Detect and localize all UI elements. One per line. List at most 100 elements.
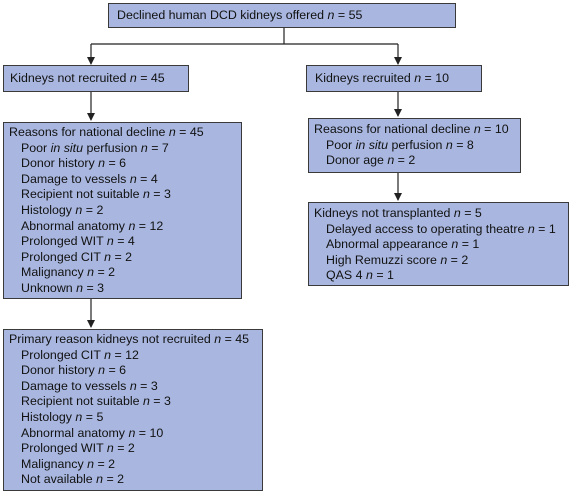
n-symbol: n (440, 252, 448, 267)
box-title: Kidneys not transplanted n = 5 (314, 206, 482, 220)
kidneys-recruited-label: Kidneys recruited n = 10 (315, 71, 450, 85)
n-symbol: n (129, 171, 137, 186)
list-item: Recipient not suitable n = 3 (21, 394, 171, 409)
item-label: Not available (21, 472, 93, 487)
list-item: Malignancy n = 2 (21, 456, 116, 471)
item-label: Histology (21, 202, 72, 217)
item-count: 4 (127, 234, 135, 249)
list-item: Prolonged CIT n = 2 (21, 249, 133, 264)
list-item: Prolonged WIT n = 2 (21, 441, 135, 456)
item-count: 2 (125, 249, 133, 264)
list-item: Donor history n = 6 (21, 363, 127, 378)
n-symbol: n (128, 425, 136, 440)
box-title-text: Reasons for national decline (9, 125, 166, 139)
item-count: 2 (408, 153, 416, 168)
list-item: Donor history n = 6 (21, 156, 127, 171)
item-count: 7 (161, 140, 169, 155)
list-item: Donor age n = 2 (326, 153, 416, 168)
item-label-suffix: perfusion (83, 140, 138, 155)
item-count: 2 (108, 265, 116, 280)
n-symbol: n (75, 409, 83, 424)
item-label-italic: in situ (50, 140, 83, 155)
item-label: Prolonged WIT (21, 234, 104, 249)
n-symbol: n (96, 472, 103, 487)
item-count: 2 (96, 202, 104, 217)
item-label: Abnormal anatomy (21, 425, 125, 440)
item-count: 12 (149, 218, 164, 233)
n-symbol: n (106, 234, 114, 249)
item-count: 6 (119, 363, 127, 378)
connector-top-split (91, 27, 398, 45)
n-symbol: n (106, 441, 114, 456)
item-label: Malignancy (21, 265, 84, 280)
item-count: 12 (125, 347, 139, 362)
item-count: 2 (461, 252, 469, 267)
item-label: Delayed access to operating theatre (326, 221, 525, 236)
item-count: 5 (96, 409, 104, 424)
item-count: 2 (117, 472, 125, 487)
item-count: 10 (149, 425, 164, 440)
n-symbol: n (473, 122, 481, 136)
item-count: 3 (97, 280, 105, 295)
list-item: Abnormal appearance n = 1 (326, 237, 480, 252)
n-symbol: n (104, 347, 112, 362)
list-item: Poor in situ perfusion n = 8 (326, 137, 474, 152)
item-label-suffix: perfusion (388, 137, 443, 152)
kidneys-not-recruited-box: Kidneys not recruited n = 45 (3, 65, 189, 92)
n-symbol: n (104, 249, 112, 264)
list-item: High Remuzzi score n = 2 (326, 252, 469, 267)
box-title-count: 5 (474, 206, 482, 220)
box-title-text: Primary reason kidneys not recruited (9, 332, 211, 346)
item-label: Donor history (21, 156, 95, 171)
box-title-text: Kidneys not transplanted (314, 206, 451, 220)
item-label: Poor (326, 137, 356, 152)
item-label: Damage to vessels (21, 378, 127, 393)
n-symbol: n (365, 268, 373, 283)
list-item: Poor in situ perfusion n = 7 (21, 140, 169, 155)
item-count: 2 (108, 456, 116, 471)
list-item: QAS 4 n = 1 (326, 268, 394, 283)
item-label: Poor (21, 140, 51, 155)
list-item: Histology n = 2 (21, 202, 104, 217)
item-label: High Remuzzi score (326, 252, 437, 267)
item-count: 1 (472, 237, 480, 252)
item-label: Prolonged WIT (21, 441, 104, 456)
list-item: Not available n = 2 (21, 472, 125, 487)
item-label: Prolonged CIT (21, 249, 101, 264)
list-item: Histology n = 5 (21, 409, 104, 424)
n-symbol: n (451, 237, 459, 252)
item-label-italic: in situ (355, 137, 388, 152)
item-label: Abnormal appearance (326, 237, 448, 252)
n-symbol: n (98, 363, 106, 378)
n-symbol: n (168, 125, 176, 139)
item-label: Unknown (21, 280, 73, 295)
item-label: Abnormal anatomy (21, 218, 125, 233)
box-title-count: 10 (494, 122, 509, 136)
list-item: Delayed access to operating theatre n = … (326, 221, 556, 236)
n-symbol: n (142, 187, 150, 202)
declined-kidneys-offered-label: Declined human DCD kidneys offered n = 5… (117, 8, 363, 22)
list-item: Unknown n = 3 (21, 280, 105, 295)
item-count: 6 (119, 156, 127, 171)
item-label: Malignancy (21, 456, 84, 471)
box-title-count: 45 (235, 332, 250, 346)
list-item: Damage to vessels n = 3 (21, 378, 158, 393)
n-symbol: n (527, 221, 535, 236)
primary-reason-not-recruited-box: Primary reason kidneys not recruited n =… (3, 329, 263, 491)
n-symbol: n (75, 202, 83, 217)
n-symbol: n (128, 218, 136, 233)
list-item: Abnormal anatomy n = 12 (21, 218, 164, 233)
n-symbol: n (87, 265, 95, 280)
n-symbol: n (142, 394, 150, 409)
item-label: Donor age (326, 153, 384, 168)
n-symbol: n (76, 280, 84, 295)
item-label: Histology (21, 409, 72, 424)
item-count: 3 (163, 187, 171, 202)
item-count: 3 (150, 378, 158, 393)
box-title: Primary reason kidneys not recruited n =… (9, 332, 250, 346)
list-item: Abnormal anatomy n = 10 (21, 425, 164, 440)
item-label: Donor history (21, 363, 95, 378)
